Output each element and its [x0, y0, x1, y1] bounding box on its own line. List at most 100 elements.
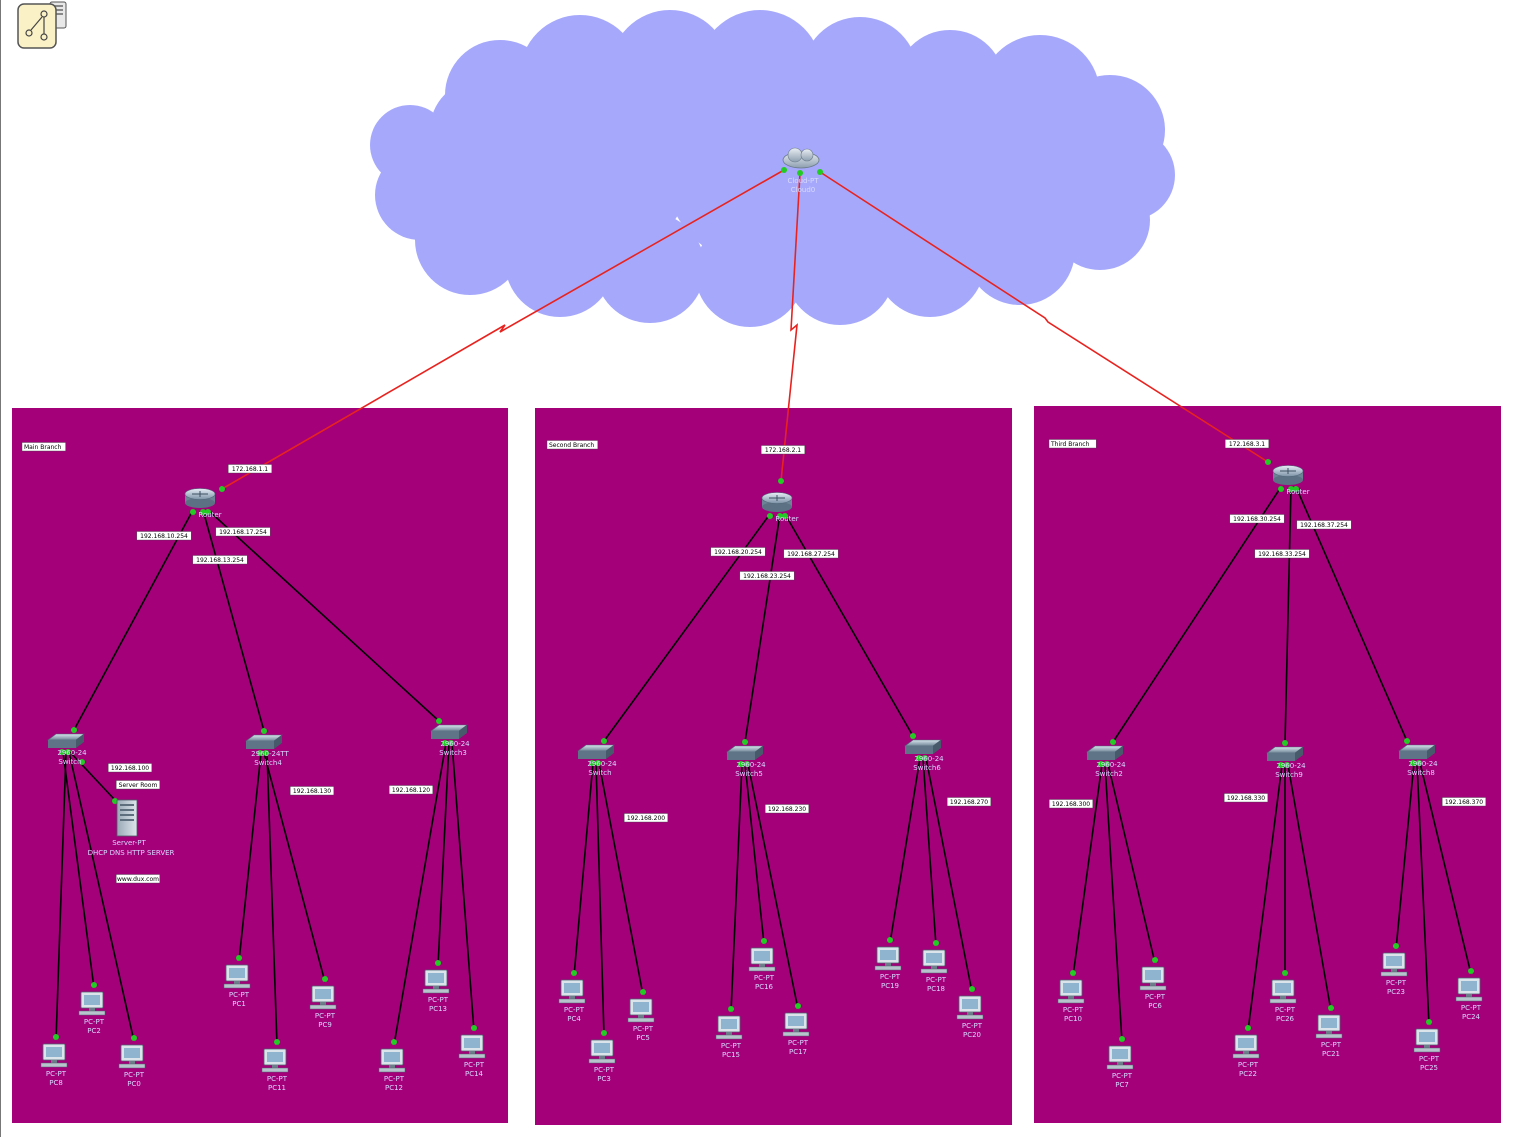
pc-icon[interactable]	[874, 946, 902, 971]
server-room-label-bg	[115, 780, 160, 790]
pc-icon[interactable]	[1455, 977, 1483, 1002]
pc-icon[interactable]	[1232, 1034, 1260, 1059]
switch-icon[interactable]	[577, 744, 615, 759]
pc-type-label: PC-PT	[880, 973, 901, 981]
cloud-device-icon[interactable]	[782, 147, 820, 169]
server-icon[interactable]	[116, 799, 138, 837]
pc-stand	[89, 1008, 95, 1011]
port-status-light	[1282, 970, 1288, 976]
pc-name-label: PC18	[927, 985, 945, 993]
pc-stand	[1243, 1051, 1249, 1054]
port-status-light	[131, 1035, 137, 1041]
pc-icon[interactable]	[715, 1015, 743, 1040]
server-slot	[120, 814, 134, 816]
port-status-light	[219, 486, 225, 492]
router-interface-ip-label: 192.168.33.254	[1258, 551, 1306, 558]
subnet-gateway-label: 192.168.130	[293, 788, 331, 795]
pc-name-label: PC23	[1387, 988, 1405, 996]
pc-icon[interactable]	[309, 985, 337, 1010]
pc-keyboard	[627, 1017, 655, 1023]
pc-type-label: PC-PT	[633, 1025, 654, 1033]
wan-serial-link	[221, 169, 785, 490]
port-status-light	[933, 940, 939, 946]
router-interface-ip-label-bg	[739, 571, 795, 581]
diagram-tool-icon[interactable]	[16, 0, 68, 50]
router-icon[interactable]	[1272, 465, 1304, 486]
pc-name-label: PC11	[268, 1084, 286, 1092]
router-name-label: Router	[1286, 488, 1309, 496]
pc-icon[interactable]	[458, 1034, 486, 1059]
pc-icon[interactable]	[1315, 1014, 1343, 1039]
pc-icon[interactable]	[378, 1048, 406, 1073]
pc-icon[interactable]	[422, 969, 450, 994]
switch-icon[interactable]	[47, 733, 85, 748]
wan-ip-label: 172.168.2.1	[765, 447, 801, 454]
port-status-light	[742, 739, 748, 745]
pc-icon[interactable]	[1380, 952, 1408, 977]
port-status-light	[257, 750, 263, 756]
pc-icon[interactable]	[78, 991, 106, 1016]
pc-icon[interactable]	[40, 1043, 68, 1068]
pc-keyboard	[223, 983, 251, 989]
pc-icon[interactable]	[223, 964, 251, 989]
switch-icon[interactable]	[1398, 744, 1436, 759]
switch-icon[interactable]	[1266, 746, 1304, 761]
switch-model-label: 2960-24	[440, 740, 470, 748]
switch-name-label: Switch9	[1275, 771, 1303, 779]
switch-icon[interactable]	[1086, 745, 1124, 760]
switch-model-label: 2960-24TT	[251, 750, 289, 758]
switch-pc-link	[68, 751, 135, 1042]
pc-icon[interactable]	[1057, 979, 1085, 1004]
pc-icon[interactable]	[1413, 1028, 1441, 1053]
port-status-light	[79, 759, 85, 765]
switch-model-label: 2960-24	[1276, 762, 1306, 770]
pc-name-label: PC19	[881, 982, 899, 990]
pc-screen	[464, 1038, 480, 1048]
pc-icon[interactable]	[1269, 979, 1297, 1004]
port-status-light	[782, 513, 788, 519]
router-name-label: Router	[775, 515, 798, 523]
switch-icon[interactable]	[430, 724, 468, 739]
port-status-light	[236, 955, 242, 961]
switch-pc-link	[238, 752, 262, 962]
pc-icon[interactable]	[920, 949, 948, 974]
pc-icon[interactable]	[588, 1039, 616, 1064]
pc-screen	[1461, 981, 1477, 991]
pc-icon[interactable]	[1106, 1045, 1134, 1070]
switch-pc-link	[925, 757, 973, 993]
switch-icon[interactable]	[726, 745, 764, 760]
pc-icon[interactable]	[782, 1012, 810, 1037]
pc-icon[interactable]	[1139, 966, 1167, 991]
branch-1	[40, 488, 486, 1073]
router-interface-ip-label-bg	[1296, 520, 1352, 530]
pc-icon[interactable]	[956, 995, 984, 1020]
pc-stand	[389, 1065, 395, 1068]
pc-name-label: PC12	[385, 1084, 403, 1092]
router-icon[interactable]	[184, 488, 216, 509]
router-icon[interactable]	[761, 492, 793, 513]
pc-keyboard	[1413, 1047, 1441, 1053]
pc-keyboard	[874, 965, 902, 971]
router-interface-ip-label: 192.168.13.254	[196, 557, 244, 564]
port-status-light	[1293, 486, 1299, 492]
pc-stand	[931, 966, 937, 969]
branch-name-label-bg	[21, 442, 66, 452]
pc-icon[interactable]	[261, 1048, 289, 1073]
branch-area-2	[535, 408, 1012, 1125]
pc-icon[interactable]	[558, 979, 586, 1004]
port-status-light	[59, 749, 65, 755]
pc-icon[interactable]	[627, 998, 655, 1023]
pc-icon[interactable]	[118, 1044, 146, 1069]
subnet-gateway-label-bg	[290, 786, 335, 796]
port-status-light	[728, 1006, 734, 1012]
switch-server-link	[69, 751, 116, 801]
port-status-light	[263, 750, 269, 756]
switch-icon[interactable]	[245, 734, 283, 749]
router-switch-link	[73, 509, 194, 731]
switch-icon[interactable]	[904, 739, 942, 754]
wan-ip-label-bg	[761, 445, 806, 455]
subnet-gateway-label: 192.168.100	[111, 765, 149, 772]
pc-keyboard	[1139, 985, 1167, 991]
pc-icon[interactable]	[748, 947, 776, 972]
port-status-light	[1328, 1005, 1334, 1011]
